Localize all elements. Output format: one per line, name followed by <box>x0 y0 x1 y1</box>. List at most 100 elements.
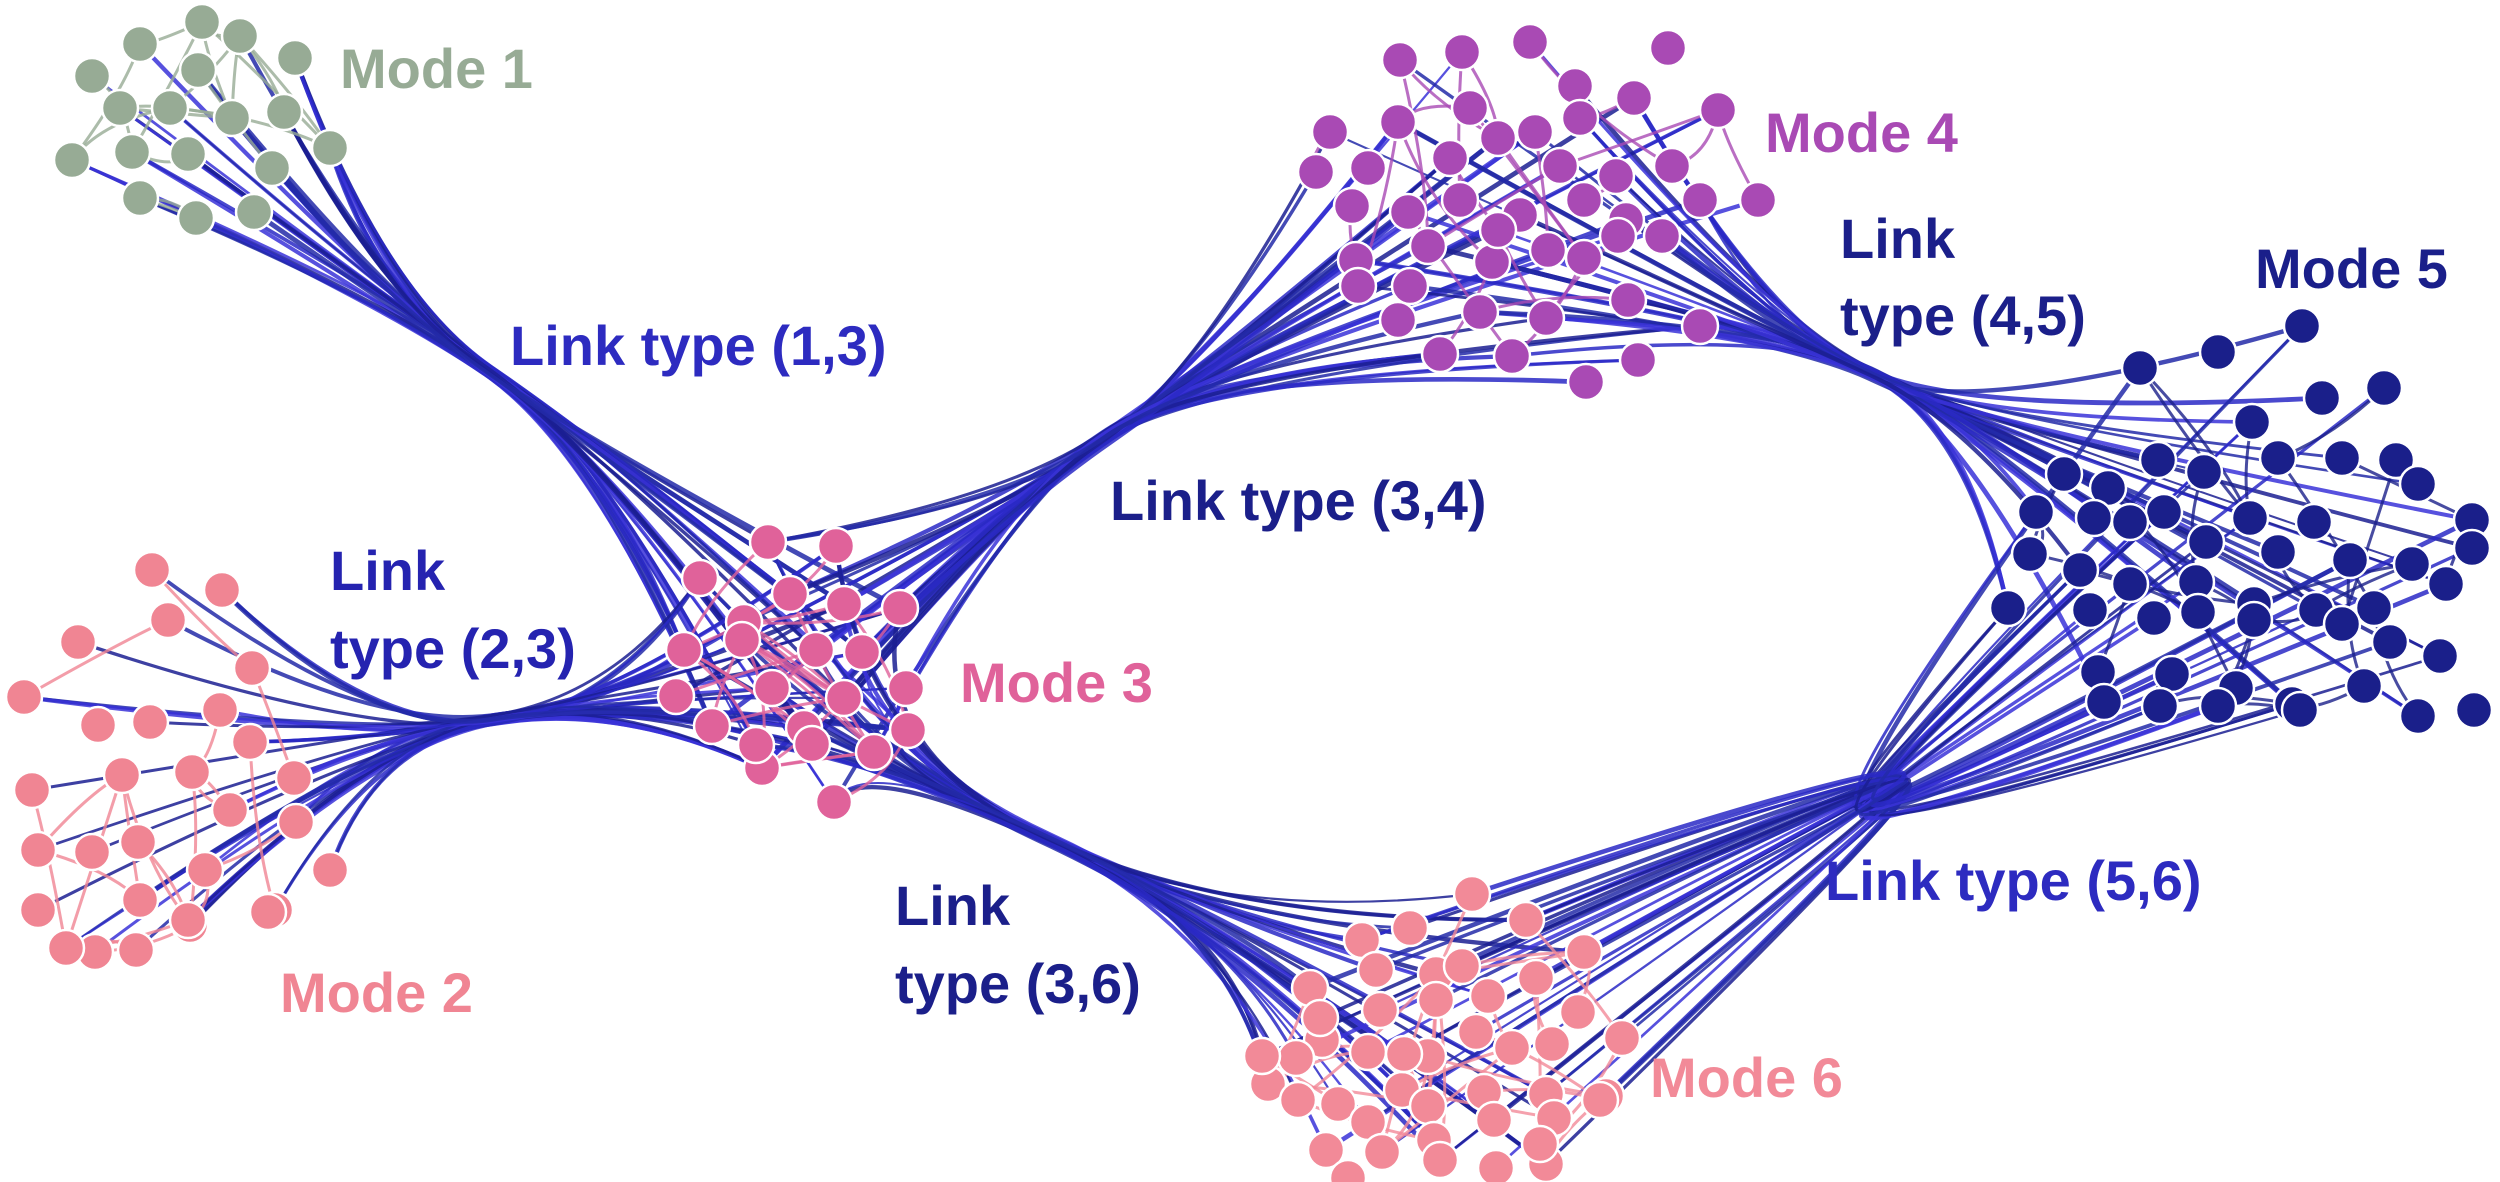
mode-3-node <box>664 630 704 670</box>
mode-5-node <box>2376 440 2416 480</box>
link-edge <box>195 216 686 651</box>
mode-5-node <box>2282 306 2322 346</box>
link-edge <box>282 111 846 700</box>
mode-4-node <box>1332 186 1372 226</box>
mode-1-node <box>176 198 216 238</box>
mode-2-nodes <box>4 550 350 972</box>
mode-5-node <box>2452 528 2492 568</box>
mode-5-node <box>2084 682 2124 722</box>
mode-6-node <box>1306 1130 1346 1170</box>
mode-4-node <box>1598 216 1638 256</box>
mode-5-node <box>2138 440 2178 480</box>
mode-4-node <box>1614 78 1654 118</box>
link-edge <box>1367 324 2304 1124</box>
link-edge <box>71 158 836 803</box>
link-edge <box>131 150 758 746</box>
mode-6-node <box>1456 1012 1496 1052</box>
mode-5-node <box>1988 588 2028 628</box>
mode-5-node <box>2074 498 2114 538</box>
link-type-3-4-label: Link type (3,4) <box>1110 469 1487 532</box>
mode-4-node <box>1564 180 1604 220</box>
mode-5-node <box>2392 544 2432 584</box>
mode-2-node <box>118 822 158 862</box>
mode-5-node <box>2178 592 2218 632</box>
mode-3-node <box>796 630 836 670</box>
mode-2-node <box>72 832 112 872</box>
link-edge <box>1525 607 2010 922</box>
mode-3-node <box>692 706 732 746</box>
mode-2-node <box>120 880 160 920</box>
link-edge <box>1598 557 2352 1102</box>
link-edge <box>1461 540 2207 968</box>
mode-1-node <box>220 16 260 56</box>
mode-2-node <box>202 570 242 610</box>
mode-6-node <box>1516 958 1556 998</box>
mode-4-node <box>1472 242 1512 282</box>
mode-1-node <box>264 92 304 132</box>
mode-4-node <box>1478 210 1518 250</box>
mode-2-node <box>12 770 52 810</box>
mode-1-node <box>72 56 112 96</box>
mode-2-node <box>230 722 270 762</box>
mode-5-node <box>2344 666 2384 706</box>
mode-1-node <box>120 178 160 218</box>
mode-4-node <box>1680 306 1720 346</box>
mode-6-node <box>1474 1100 1514 1140</box>
mode-2-node <box>148 600 188 640</box>
mode-3-node <box>748 522 788 562</box>
mode-3-label: Mode 3 <box>960 651 1153 714</box>
mode-3-node <box>770 574 810 614</box>
mode-4-node <box>1460 292 1500 332</box>
mode-2-node <box>168 900 208 940</box>
mode-3-node <box>824 584 864 624</box>
mode-4-node <box>1296 152 1336 192</box>
mode-5-node <box>2198 686 2238 726</box>
mode-1-node <box>310 128 350 168</box>
mode-4-node <box>1566 362 1606 402</box>
mode-2-node <box>274 758 314 798</box>
mode-6-node <box>1242 1036 1282 1076</box>
mode-5-node <box>2420 636 2460 676</box>
mode-4-node <box>1378 102 1418 142</box>
mode-4-node <box>1642 216 1682 256</box>
mode-5-nodes <box>1988 306 2494 736</box>
mode-3-node <box>816 526 856 566</box>
mode-5-node <box>2184 452 2224 492</box>
mode-6-node <box>1348 1032 1388 1072</box>
mode-6-node <box>1276 1038 1316 1078</box>
intra-edge <box>741 638 876 754</box>
mode-6-node <box>1442 946 1482 986</box>
mode-2-node <box>18 890 58 930</box>
mode-6-node <box>1384 1034 1424 1074</box>
mode-5-node <box>2152 654 2192 694</box>
mode-4-node <box>1618 340 1658 380</box>
mode-6-node <box>1602 1018 1642 1058</box>
mode-5-node <box>2322 604 2362 644</box>
mode-3-node <box>656 676 696 716</box>
mode-1-node <box>178 50 218 90</box>
mode-6-node <box>1580 1080 1620 1120</box>
mode-2-node <box>132 550 172 590</box>
intra-edge <box>788 593 876 753</box>
mode-4-node <box>1560 98 1600 138</box>
link-edge <box>861 651 1489 997</box>
mode-5-node <box>2060 550 2100 590</box>
mode-4-node <box>1408 226 1448 266</box>
link-edge <box>833 545 1527 923</box>
mode-4-label: Mode 4 <box>1765 101 1958 164</box>
mode-3-node <box>752 668 792 708</box>
mode-4-node <box>1442 32 1482 72</box>
mode-1-node <box>100 88 140 128</box>
mode-5-node <box>2110 564 2150 604</box>
mode-5-node <box>2134 598 2174 638</box>
mode-5-node <box>2322 438 2362 478</box>
mode-6-node <box>1362 1132 1402 1172</box>
mode-1-node <box>182 2 222 42</box>
mode-5-node <box>2230 498 2270 538</box>
mode-4-node <box>1648 28 1688 68</box>
link-edge <box>293 57 791 595</box>
mode-4-node <box>1540 146 1580 186</box>
mode-5-node <box>2398 464 2438 504</box>
mode-3-node <box>854 732 894 772</box>
mode-6-node <box>1408 1086 1448 1126</box>
